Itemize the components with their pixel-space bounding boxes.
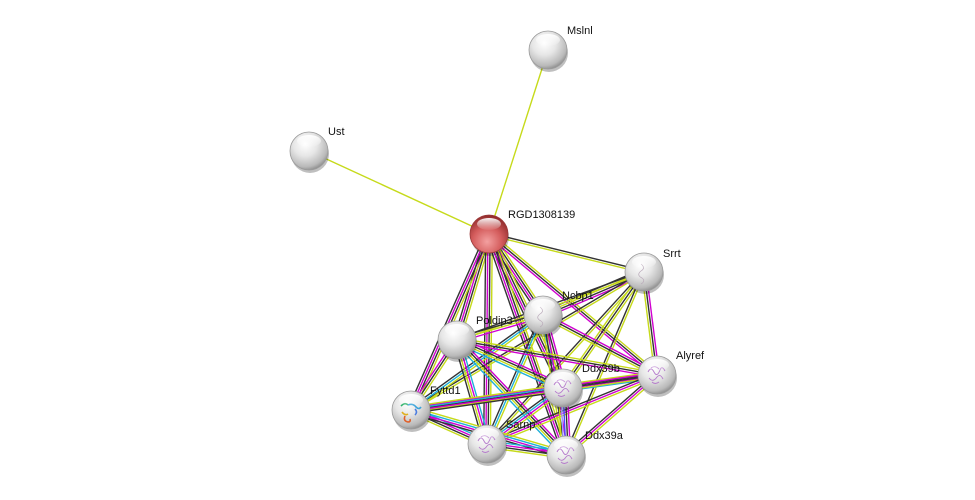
- edge-alyref-sarnp[interactable]: [485, 372, 659, 447]
- edge-line-textmining: [308, 150, 490, 235]
- edge-rgd1308139-srrt[interactable]: [488, 232, 645, 274]
- node-rgd1308139[interactable]: RGD1308139: [469, 209, 575, 256]
- node-label: RGD1308139: [508, 209, 575, 221]
- edge-poldip3-ddx39b[interactable]: [455, 336, 565, 392]
- edge-line-textmining: [489, 234, 493, 445]
- node-label: Sarnp: [506, 419, 535, 431]
- edge-srrt-fyttd1[interactable]: [410, 270, 645, 412]
- edge-line-experiments: [410, 372, 657, 409]
- edge-ncbp1-sarnp[interactable]: [484, 313, 546, 446]
- edge-line-textmining: [457, 337, 658, 374]
- node-label: Ncbp1: [562, 290, 594, 302]
- structure-segment: [401, 411, 409, 416]
- edge-line-textmining: [541, 316, 657, 378]
- structure-segment: [414, 408, 418, 416]
- structure-segment: [403, 415, 412, 423]
- edge-line-textmining: [488, 49, 549, 235]
- edge-line-coexpression: [562, 271, 645, 389]
- node-sarnp[interactable]: Sarnp: [467, 419, 535, 466]
- edge-line-coexpression: [487, 234, 491, 445]
- node-ddx39b[interactable]: Ddx39b: [543, 363, 620, 410]
- edge-line-textmining: [487, 376, 659, 447]
- edge-line-coexpression: [457, 338, 564, 388]
- edge-line-textmining: [411, 376, 658, 413]
- edge-line-experiments: [458, 336, 565, 386]
- node-highlight: [645, 359, 669, 371]
- node-label: Alyref: [676, 350, 705, 362]
- node-highlight: [554, 439, 578, 451]
- node-highlight: [475, 428, 499, 440]
- edge-line-coexpression: [456, 339, 658, 376]
- edge-line-coexpression: [488, 233, 658, 376]
- node-highlight: [632, 256, 656, 268]
- node-mslnl[interactable]: Mslnl: [528, 25, 593, 72]
- node-srrt[interactable]: Srrt: [624, 248, 681, 294]
- edge-line-coexpression: [485, 372, 657, 443]
- node-label: Ust: [328, 126, 345, 138]
- edge-line-experiments: [409, 233, 489, 410]
- node-highlight: [531, 299, 555, 311]
- edge-line-database: [455, 342, 562, 392]
- edge-line-experiments: [456, 341, 657, 378]
- edge-line-coexpression: [485, 234, 564, 457]
- node-highlight: [445, 324, 469, 336]
- protein-structure-icon: [477, 435, 496, 453]
- node-label: Fyttd1: [430, 385, 461, 397]
- node-highlight: [536, 34, 560, 46]
- edge-line-coexpression: [411, 390, 564, 414]
- edge-line-coexpression: [564, 372, 657, 454]
- edge-line-database: [486, 314, 544, 445]
- edge-line-textmining: [488, 315, 546, 446]
- node-label: Mslnl: [567, 25, 593, 37]
- edge-line-textmining: [410, 384, 563, 408]
- edge-line-experiments: [485, 233, 489, 444]
- edge-rgd1308139-mslnl[interactable]: [488, 49, 549, 235]
- edge-line-experiments: [487, 234, 566, 456]
- protein-structure-icon: [553, 379, 572, 397]
- node-ust[interactable]: Ust: [289, 126, 345, 173]
- edge-line-textmining: [564, 272, 647, 390]
- node-highlight: [477, 218, 501, 230]
- node-label: Ddx39a: [585, 430, 624, 442]
- edge-line-experiments: [486, 374, 658, 445]
- node-highlight: [399, 394, 423, 406]
- edge-line-coexpression: [484, 313, 542, 444]
- node-poldip3[interactable]: Poldip3: [437, 315, 513, 362]
- node-highlight: [297, 135, 321, 147]
- node-label: Srrt: [663, 248, 681, 260]
- nodes-layer: RGD1308139 MslnlUstSrrtNcbp1Poldip3Alyref…: [289, 25, 705, 477]
- edge-line-textmining: [456, 340, 563, 390]
- edge-alyref-fyttd1[interactable]: [410, 372, 658, 413]
- node-label: Poldip3: [476, 315, 513, 327]
- edge-line-coexpression: [489, 232, 645, 272]
- edge-alyref-ddx39a[interactable]: [564, 372, 659, 458]
- edge-ncbp1-alyref[interactable]: [541, 312, 659, 378]
- edge-poldip3-alyref[interactable]: [456, 337, 658, 378]
- protein-structure-icon: [556, 446, 575, 464]
- edge-line-textmining: [411, 272, 645, 412]
- edge-line-textmining: [566, 376, 659, 458]
- node-ddx39a[interactable]: Ddx39a: [546, 430, 624, 477]
- edge-ddx39b-fyttd1[interactable]: [410, 384, 564, 414]
- edge-line-coexpression: [542, 314, 658, 376]
- edge-line-coexpression: [407, 232, 487, 409]
- node-ncbp1[interactable]: Ncbp1: [523, 290, 594, 337]
- edge-line-coexpression: [410, 270, 644, 410]
- edge-line-database: [410, 386, 563, 410]
- edge-rgd1308139-ust[interactable]: [308, 150, 490, 235]
- edge-line-coexpression: [410, 374, 658, 411]
- edge-line-experiments: [411, 388, 564, 412]
- edge-line-experiments: [543, 312, 659, 374]
- edge-line-experiments: [565, 374, 658, 456]
- node-highlight: [551, 372, 575, 384]
- edge-line-coexpression: [483, 233, 487, 444]
- node-alyref[interactable]: Alyref: [637, 350, 705, 397]
- edge-rgd1308139-sarnp[interactable]: [483, 233, 493, 445]
- node-label: Ddx39b: [582, 363, 620, 375]
- edge-line-textmining: [488, 234, 644, 274]
- node-fyttd1[interactable]: Fyttd1: [391, 385, 461, 432]
- edge-line-coexpression: [485, 235, 561, 390]
- protein-structure-icon: [647, 366, 666, 384]
